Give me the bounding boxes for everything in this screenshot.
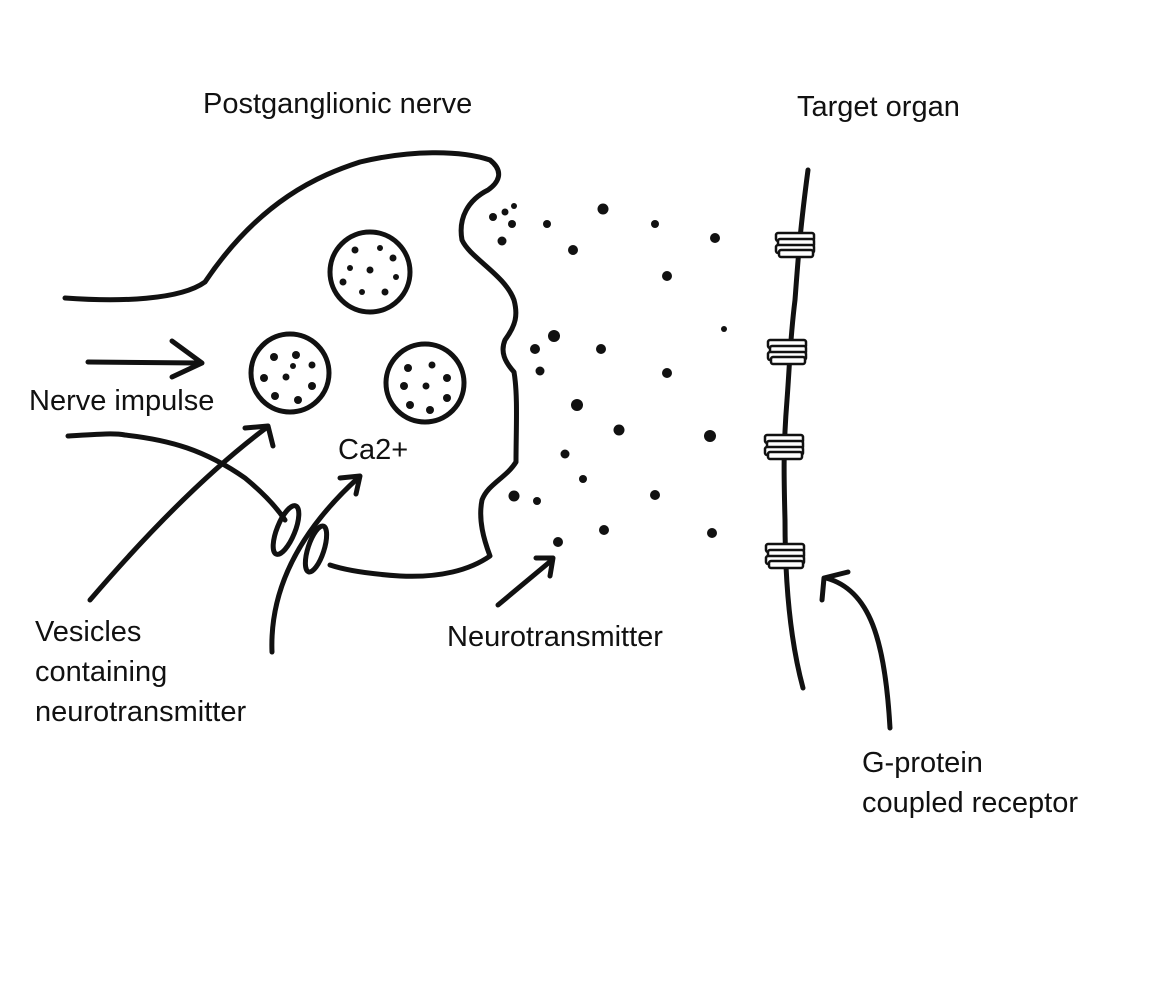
calcium-label: Ca2+	[338, 434, 409, 466]
gpcr-receptor	[774, 231, 816, 259]
vesicle-contents	[260, 245, 451, 414]
gpcr-pointer-arrow	[826, 578, 890, 728]
calcium-channel-left	[268, 503, 304, 558]
vesicle	[386, 344, 464, 422]
nerve-terminal-top-outline	[65, 153, 517, 577]
nerve-impulse-arrow	[88, 362, 200, 363]
calcium-channel-right	[301, 524, 331, 575]
neurotransmitter-pointer-arrow	[498, 560, 552, 605]
gpcr-receptor	[763, 433, 805, 461]
nerve-impulse-label: Nerve impulse	[29, 385, 215, 417]
gpcr-pointer-arrowhead	[822, 572, 848, 600]
gpcr-receptor	[766, 338, 808, 366]
gpcr-receptor	[764, 542, 806, 570]
neurotransmitter-label: Neurotransmitter	[447, 621, 663, 653]
vesicles-label-line1: Vesicles	[35, 616, 142, 648]
target-organ-label: Target organ	[797, 91, 960, 123]
nerve-bottom-outline	[68, 434, 285, 520]
vesicles-pointer-arrowhead	[245, 426, 273, 446]
postganglionic-nerve-label: Postganglionic nerve	[203, 88, 473, 120]
vesicles-label-line2: containing	[35, 656, 168, 688]
gpcr-label-line1: G-protein	[862, 747, 983, 779]
calcium-pointer-arrowhead	[340, 476, 360, 494]
vesicles-label-line3: neurotransmitter	[35, 696, 247, 728]
nerve-impulse-arrowhead	[172, 341, 202, 377]
vesicle	[251, 334, 329, 412]
target-membrane	[784, 170, 808, 688]
calcium-pointer-arrow	[272, 478, 358, 652]
neurotransmitter-particles	[489, 203, 727, 547]
vesicles-pointer-arrow	[90, 428, 266, 600]
gpcr-label-line2: coupled receptor	[862, 787, 1079, 819]
neurotransmitter-pointer-arrowhead	[536, 558, 553, 576]
vesicle	[330, 232, 410, 312]
